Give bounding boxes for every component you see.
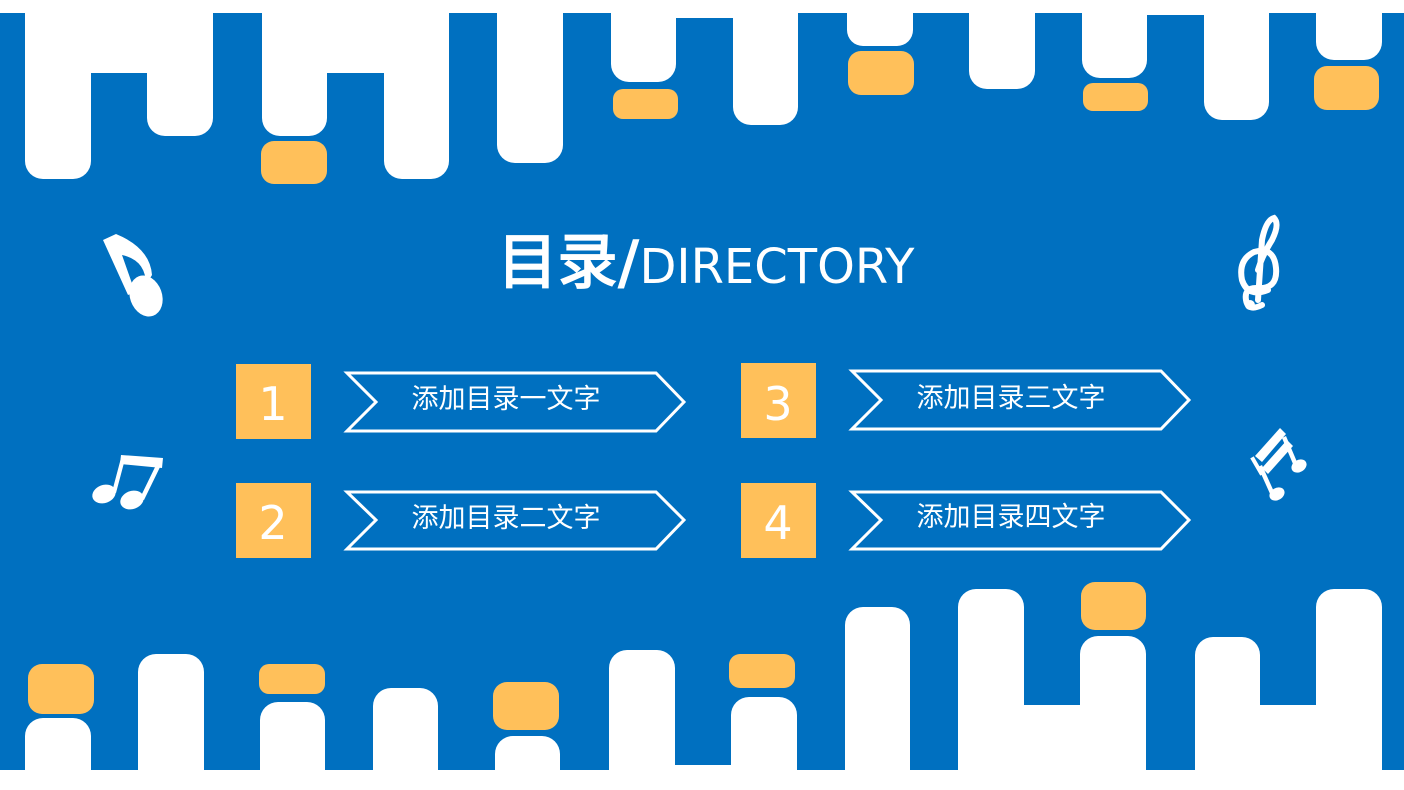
bottom-key-bar [958,589,1024,790]
item-label: 添加目录三文字 [917,383,1106,414]
directory-item-4[interactable]: 4 添加目录四文字 [741,483,1192,558]
top-key-bar [497,0,563,60]
top-key-bar [91,0,147,73]
bottom-key-bar [138,654,204,790]
directory-item-2[interactable]: 2 添加目录二文字 [236,483,687,558]
treble-clef-icon [1238,214,1280,311]
chevron-label-frame [848,369,1192,431]
top-key-bar [327,0,384,73]
bottom-key-bar [731,697,797,790]
item-number: 4 [763,496,792,550]
accent-block [259,664,325,694]
item-label: 添加目录二文字 [412,503,601,534]
bottom-key-bar [845,607,910,790]
item-number: 2 [258,496,287,550]
accent-block [1081,582,1146,630]
directory-item-3[interactable]: 3 添加目录三文字 [741,363,1192,438]
top-key-bar [733,0,798,60]
eighth-note-icon [103,234,163,317]
bottom-key-bar [1080,636,1146,790]
directory-item-1[interactable]: 1 添加目录一文字 [236,364,687,439]
top-key-bar [1082,0,1147,40]
chevron-label-frame [343,490,687,551]
top-accent-blocks [261,51,1379,184]
chevron-label-frame [343,371,687,433]
number-box [741,483,816,558]
accent-block [848,51,914,95]
bottom-accent-blocks [28,582,1146,730]
item-number: 1 [258,377,287,431]
title-sub: DIRECTORY [639,239,915,295]
top-key-bar [262,0,327,60]
accent-block [28,664,94,714]
accent-block [613,89,678,119]
number-box [236,483,311,558]
top-key-bars [25,0,1382,179]
title-main: 目录/ [498,228,640,298]
top-key-bar [147,0,213,60]
top-key-bar [611,0,676,40]
item-label: 添加目录四文字 [917,502,1106,533]
accent-block [1314,66,1379,110]
bottom-key-bar [1316,589,1382,790]
top-key-bar [1316,0,1382,30]
beamed-notes-icon [92,455,163,510]
blue-background [0,13,1404,770]
top-key-bar [676,0,733,18]
item-label: 添加目录一文字 [412,384,601,415]
accent-block [493,682,559,730]
top-key-bar [969,0,1035,40]
item-number: 3 [763,377,792,431]
accent-block [729,654,795,688]
accent-block [1083,83,1148,111]
bottom-key-bar [609,650,675,790]
top-key-bar [847,0,913,20]
bottom-key-bar [373,688,438,790]
accent-block [261,141,327,184]
bottom-white-strip [0,770,1404,790]
number-box [741,363,816,438]
bottom-key-bar [1195,637,1260,790]
page-title: 目录/DIRECTORY [498,228,916,298]
top-key-bar [384,0,449,60]
top-key-bar [1204,0,1269,60]
top-key-bar [1147,0,1204,15]
bottom-key-bar [260,702,325,790]
chevron-label-frame [848,490,1192,551]
top-key-bar [25,0,91,60]
number-box [236,364,311,439]
beamed-sixteenth-notes-icon [1250,428,1307,501]
